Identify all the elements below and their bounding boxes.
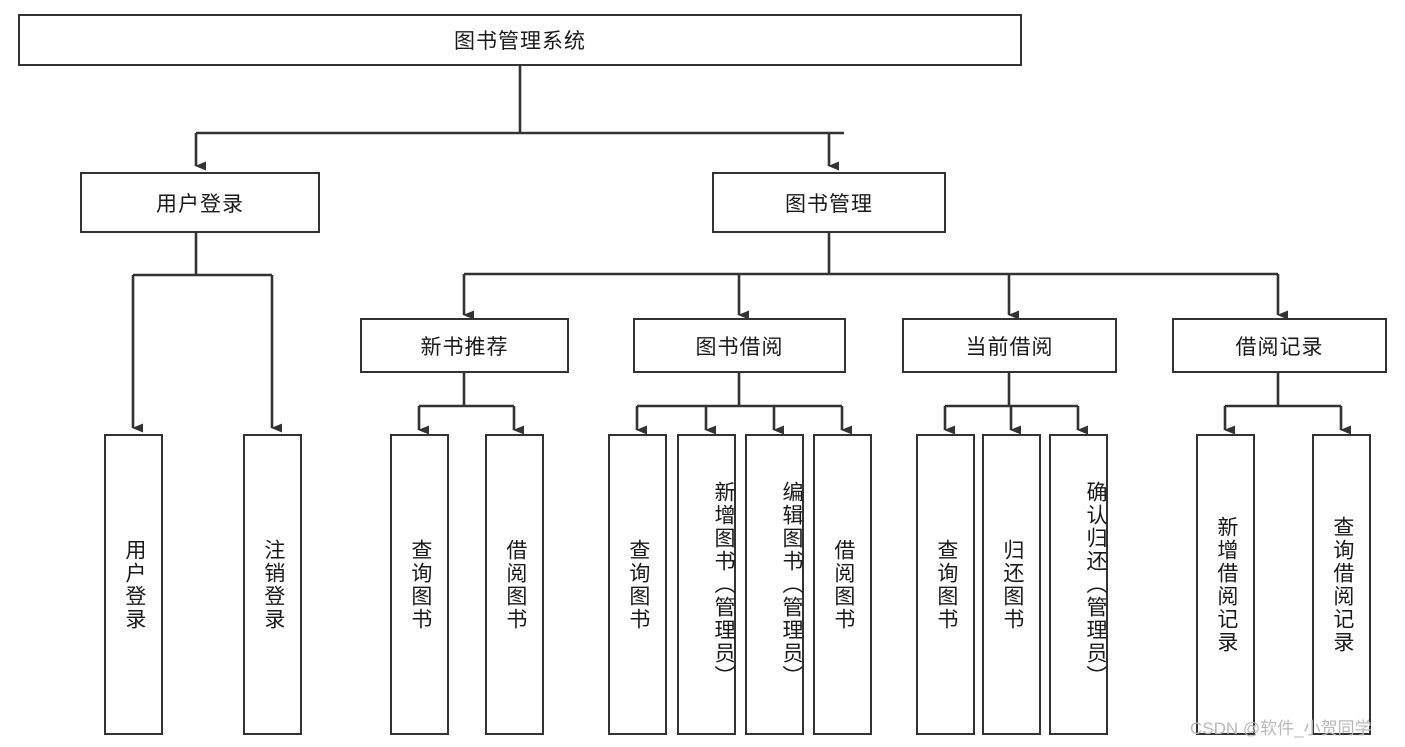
leaf-borrow-book-2-label: 借阅图书 [831,538,855,631]
leaf-user-login-label: 用户登录 [122,538,146,631]
leaf-borrow-book-1[interactable]: 借阅图书 [485,434,544,735]
leaf-add-book-admin[interactable]: 新增图书（管理员） [677,434,736,735]
node-root[interactable]: 图书管理系统 [18,14,1022,66]
leaf-add-borrow-record[interactable]: 新增借阅记录 [1196,434,1255,735]
leaf-confirm-return-admin-label: 确认归还（管理员） [1084,481,1107,688]
node-borrow-record-label: 借阅记录 [1235,335,1324,359]
leaf-confirm-return-admin[interactable]: 确认归还（管理员） [1049,434,1108,735]
leaf-return-book-label: 归还图书 [1000,538,1024,631]
leaf-query-book-2-label: 查询图书 [626,538,650,631]
leaf-edit-book-admin-label: 编辑图书（管理员） [780,481,803,688]
leaf-query-borrow-record-label: 查询借阅记录 [1330,515,1354,654]
leaf-edit-book-admin[interactable]: 编辑图书（管理员） [745,434,804,735]
node-new-book-recommend-label: 新书推荐 [420,335,509,359]
node-root-label: 图书管理系统 [454,30,586,53]
leaf-borrow-book-1-label: 借阅图书 [503,538,527,631]
node-current-borrow-label: 当前借阅 [965,335,1054,359]
leaf-logout-login[interactable]: 注销登录 [243,434,302,735]
node-current-borrow[interactable]: 当前借阅 [902,318,1117,373]
leaf-return-book[interactable]: 归还图书 [982,434,1041,735]
leaf-add-borrow-record-label: 新增借阅记录 [1214,515,1238,654]
leaf-query-book-2[interactable]: 查询图书 [608,434,667,735]
leaf-query-book-1[interactable]: 查询图书 [390,434,449,735]
leaf-query-borrow-record[interactable]: 查询借阅记录 [1312,434,1371,735]
leaf-user-login[interactable]: 用户登录 [104,434,163,735]
leaf-add-book-admin-label: 新增图书（管理员） [712,481,735,688]
node-book-borrow[interactable]: 图书借阅 [633,318,846,373]
node-user-login[interactable]: 用户登录 [80,172,320,233]
leaf-borrow-book-2[interactable]: 借阅图书 [813,434,872,735]
node-book-borrow-label: 图书借阅 [695,335,784,359]
node-book-manage-label: 图书管理 [785,192,873,216]
node-book-manage[interactable]: 图书管理 [712,172,946,233]
leaf-logout-login-label: 注销登录 [261,538,285,631]
node-user-login-label: 用户登录 [156,192,244,216]
leaf-query-book-1-label: 查询图书 [408,538,432,631]
watermark: CSDN @软件_小贺同学 [1190,719,1372,738]
leaf-query-book-3-label: 查询图书 [934,538,958,631]
leaf-query-book-3[interactable]: 查询图书 [916,434,975,735]
node-new-book-recommend[interactable]: 新书推荐 [360,318,569,373]
node-borrow-record[interactable]: 借阅记录 [1172,318,1387,373]
